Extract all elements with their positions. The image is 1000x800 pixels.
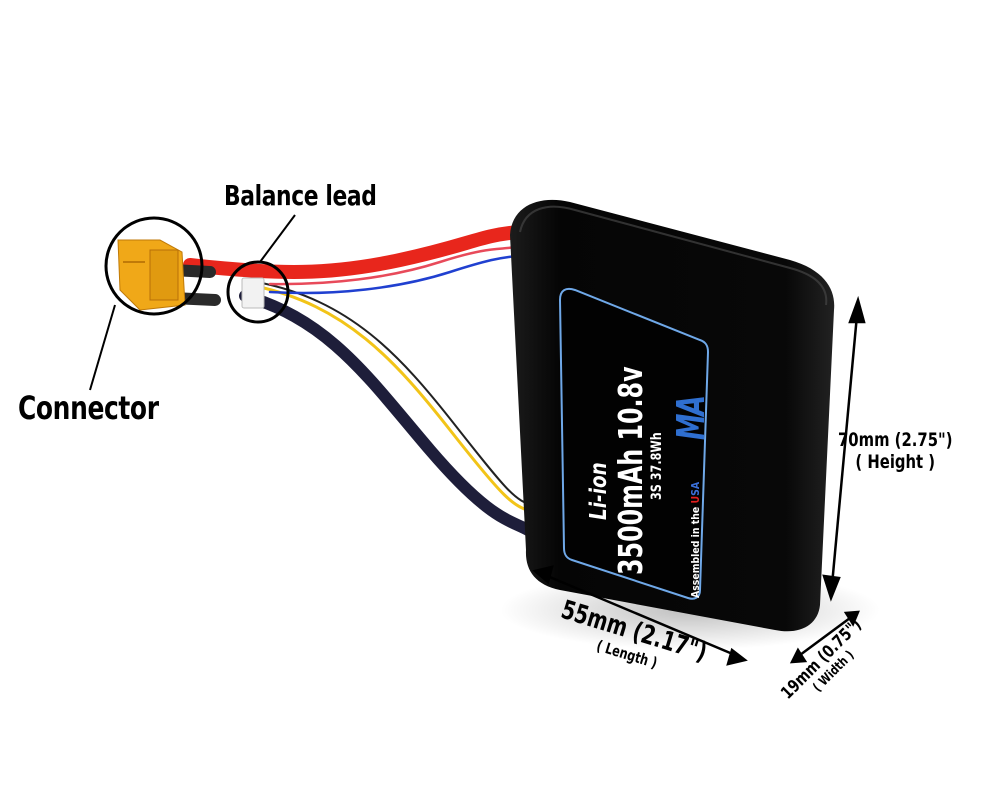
balance-lead-leader-line — [259, 214, 296, 263]
height-caption: ( Height ) — [855, 450, 936, 473]
connector-callout-circle — [104, 216, 204, 316]
power-and-balance-wires-upper — [183, 225, 527, 295]
battery-capacity-voltage: 3500mAh 10.8v — [611, 366, 650, 575]
height-value: 70mm (2.75") — [838, 429, 953, 451]
height-dimension-label: 70mm (2.75") ( Height ) — [838, 429, 953, 474]
usa-sa: SA — [689, 481, 702, 496]
battery-pack — [510, 199, 835, 632]
battery-chemistry: Li-ion — [586, 462, 612, 520]
connector-leader-line — [89, 304, 116, 391]
assembled-prefix: Assembled in the — [689, 503, 702, 598]
dimension-arrows — [532, 295, 866, 666]
balance-lead-callout-circle — [226, 260, 290, 324]
balance-plug — [241, 277, 265, 309]
battery-label-border — [558, 287, 710, 600]
brand-logo-icon: MA — [669, 397, 713, 440]
xt60-connector — [117, 239, 221, 311]
power-and-balance-wires-lower — [239, 281, 535, 536]
connector-label: Connector — [18, 389, 159, 427]
assembled-in-usa-text: Assembled in the USA — [689, 481, 702, 598]
balance-lead-label: Balance lead — [224, 179, 377, 212]
usa-u: U — [689, 495, 702, 504]
battery-cells-energy: 3S 37.8Wh — [649, 432, 665, 500]
